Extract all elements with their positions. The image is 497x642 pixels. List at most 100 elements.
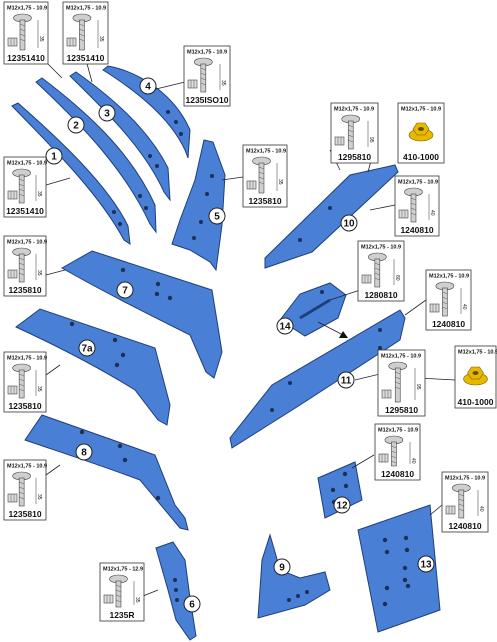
hex-nut-icon [445,505,456,515]
fastener-length: 35 [220,80,226,86]
badge-12-label: 12 [336,501,348,512]
fastener-part-number: 410-1000 [403,152,439,162]
hex-nut-icon [7,385,18,395]
bolt-icon [404,187,423,223]
hex-nut-icon [7,190,18,200]
badge-13: 13 [417,555,435,573]
fastener-part-number: 1240810 [381,469,414,479]
fastener-length: 35 [36,191,42,197]
badge-5-label: 5 [214,212,220,223]
fastener-box-11[interactable]: M12x1,75 - 10.9 410-1000 [397,102,445,164]
fastener-part-number: 1235R [109,610,134,620]
fastener-part-number: 12351410 [7,53,45,63]
badge-9-label: 9 [279,563,285,574]
part-5-blade[interactable] [171,139,226,272]
badge-1: 1 [45,147,63,165]
badge-7-label: 7 [122,286,128,297]
hex-nut-icon [246,180,257,190]
badge-1-label: 1 [51,152,57,163]
badge-14-label: 14 [279,322,291,333]
badge-2: 2 [67,116,85,134]
fastener-spec: M12x1,75 - 10.9 [7,161,47,167]
fastener-length: 40 [478,506,484,512]
fastener-length: 35 [134,597,140,603]
badge-2-label: 2 [73,121,79,132]
part-13-plate[interactable] [357,504,441,633]
bolt-icon [388,361,408,403]
hex-nut-icon [66,37,77,47]
fastener-spec: M12x1,75 - 10.9 [7,356,47,362]
badge-10-label: 10 [343,219,355,230]
part-9-wing[interactable] [257,533,331,619]
fastener-part-number: 1295810 [385,405,418,415]
fastener-part-number: 1240810 [432,319,465,329]
part-7-share[interactable] [60,250,223,379]
fastener-spec: M12x1,75 - 10.9 [361,245,401,251]
badge-11-label: 11 [341,376,352,387]
fastener-spec: M12x1,75 - 10.9 [381,354,421,360]
fastener-length: 35 [98,36,104,42]
part-11-landside[interactable] [229,309,406,449]
fastener-length: 80 [394,275,400,281]
part-8-share[interactable] [24,414,189,531]
hex-nut-icon [7,269,18,279]
fastener-spec: M12x1,75 - 10.9 [334,107,374,113]
hex-nut-icon [361,274,372,284]
fastener-part-number: 12351410 [6,206,44,216]
fastener-part-number: 12351410 [67,53,105,63]
bolt-icon [12,247,31,283]
badge-7a-label: 7a [81,344,93,355]
fastener-box-3[interactable]: M12x1,75 - 10.9 35 1235ISO10 [183,45,231,107]
fastener-box-4[interactable]: M12x1,75 - 10.9 35 12351410 [3,156,47,218]
badge-3-label: 3 [104,109,110,120]
arrow-14-to-11 [317,321,348,338]
part-6-tip[interactable] [155,541,197,641]
bolt-icon [12,363,31,399]
fastener-part-number: 1235810 [248,196,281,206]
flange-lock-nut-icon [463,366,488,386]
fastener-spec: M12x1,75 - 10.9 [7,464,47,470]
fastener-part-number: 1280810 [364,290,397,300]
fastener-box-2[interactable]: M12x1,75 - 10.9 35 12351410 [62,1,109,65]
fastener-length: 35 [36,270,42,276]
fastener-part-number: 1235810 [8,401,41,411]
badge-12: 12 [333,496,351,514]
hex-nut-icon [398,209,409,219]
fastener-spec: M12x1,75 - 10.9 [187,50,227,56]
fastener-length: 35 [36,494,42,500]
badge-4: 4 [139,77,157,95]
flange-lock-nut-icon [408,122,434,142]
fastener-spec: M12x1,75 - 10.9 [398,180,438,186]
badge-5: 5 [208,207,226,225]
badge-6: 6 [183,595,201,613]
part-10-landside[interactable] [264,164,399,269]
fastener-part-number: 1235ISO10 [185,95,228,105]
fastener-length: 35 [277,179,283,185]
bolt-icon [12,471,31,507]
fastener-part-number: 1295810 [338,152,371,162]
fastener-part-number: 1240810 [400,225,433,235]
fastener-part-number: 1235810 [8,285,41,295]
bolt-icon [384,435,404,467]
part-7a-share[interactable] [15,308,171,426]
fastener-spec: M12x1,75 - 10.9 [401,107,441,113]
bolt-icon [452,483,471,519]
fastener-spec: M12x1,75 - 10.9 [66,6,106,12]
badge-9: 9 [273,558,291,576]
fastener-box-13[interactable]: M12x1,75 - 10.9 80 1280810 [357,240,405,302]
badge-4-label: 4 [145,82,151,93]
